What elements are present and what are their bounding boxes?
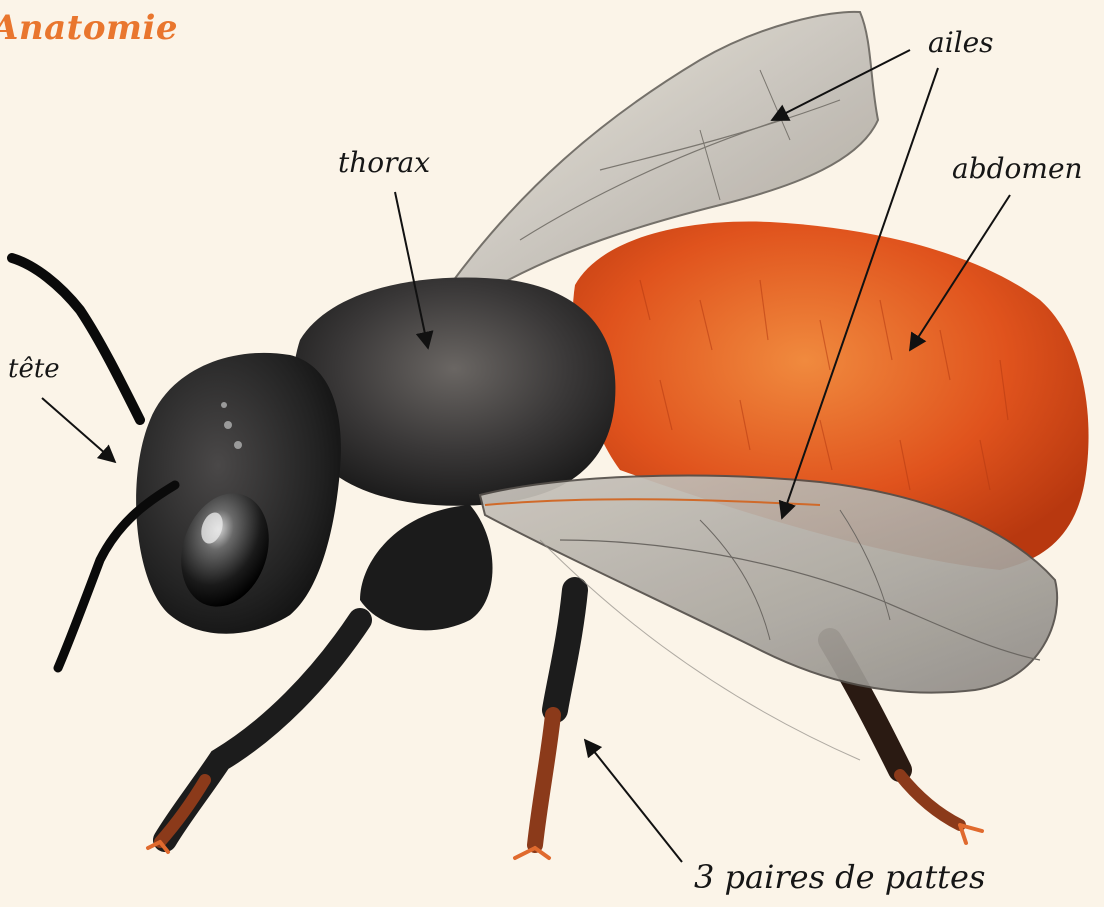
label-pattes: 3 paires de pattes: [694, 858, 985, 896]
label-tete: tête: [8, 354, 60, 384]
leader-pattes: [585, 740, 682, 862]
label-thorax: thorax: [338, 146, 430, 179]
label-ailes: ailes: [928, 26, 994, 59]
thorax: [293, 278, 615, 631]
label-abdomen: abdomen: [952, 152, 1083, 185]
leader-tete: [42, 398, 115, 462]
